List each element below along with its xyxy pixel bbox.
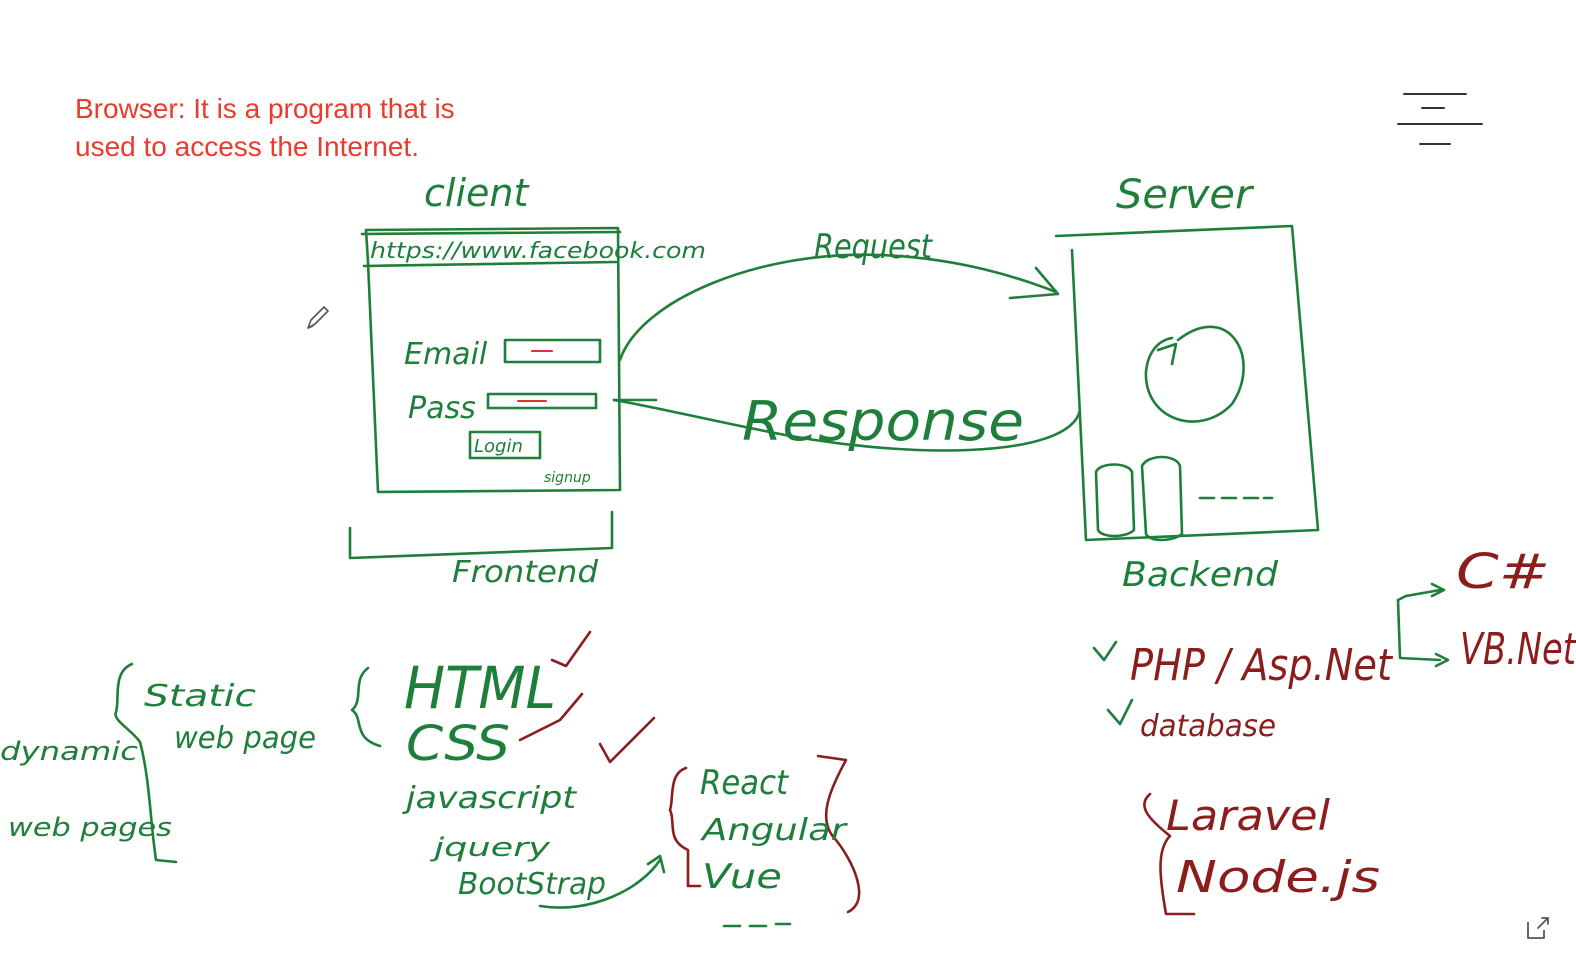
bootstrap-arrow [538, 858, 662, 909]
vbnet-label: VB.Net [1460, 624, 1576, 675]
check-javascript [598, 716, 656, 764]
client-title: client [424, 171, 530, 215]
frameworks-left-brace [668, 766, 702, 888]
server-title: Server [1116, 172, 1255, 218]
request-arrow [618, 253, 1058, 362]
laravel-label: Laravel [1166, 791, 1330, 840]
database-label: database [1140, 709, 1276, 744]
frameworks-dashes [722, 922, 792, 928]
menu-icon[interactable] [1392, 90, 1488, 152]
request-arrowhead [1008, 266, 1060, 300]
static-label: Static [144, 679, 257, 714]
backend-label: Backend [1122, 555, 1278, 595]
server-refresh-circle [1144, 325, 1245, 423]
css-label: CSS [406, 716, 510, 772]
expand-icon[interactable] [1524, 914, 1552, 942]
client-url-bar-top [360, 230, 622, 236]
javascript-label: javascript [401, 781, 577, 816]
email-label: Email [404, 337, 488, 372]
react-label: React [700, 763, 790, 803]
request-label: Request [814, 227, 933, 267]
php-asp-label: PHP / Asp.Net [1130, 640, 1394, 691]
client-browser-window [364, 226, 622, 494]
check-css [518, 692, 584, 742]
static-brace [114, 662, 142, 744]
server-db-right [1140, 455, 1184, 542]
csharp-label: C# [1456, 544, 1550, 600]
html-label: HTML [404, 654, 556, 722]
pass-input-box [486, 392, 598, 410]
dynamic-label: dynamic [0, 737, 138, 767]
server-box [1054, 224, 1320, 542]
server-db-left [1094, 463, 1136, 538]
web-page-label: web page [174, 721, 316, 756]
frontend-bracket [348, 510, 614, 560]
pencil-icon [302, 302, 332, 332]
pass-label: Pass [408, 391, 476, 426]
frameworks-right-brace [816, 754, 861, 914]
nodejs-label: Node.js [1176, 852, 1380, 903]
browser-definition-note: Browser: It is a program that is used to… [75, 90, 555, 166]
laravel-brace [1143, 792, 1196, 916]
signup-label: signup [544, 470, 591, 486]
login-button-box [468, 430, 542, 460]
server-refresh-arrow [1156, 342, 1178, 366]
note-line-2: used to access the Internet. [75, 131, 419, 162]
login-label: Login [474, 436, 523, 457]
dynamic-brace [138, 740, 178, 864]
angular-label: Angular [700, 813, 849, 848]
check-php [1092, 640, 1118, 662]
bootstrap-label: BootStrap [458, 867, 606, 902]
html-css-brace [350, 666, 382, 748]
client-url-bar-line [362, 260, 618, 268]
vue-label: Vue [702, 857, 782, 897]
note-line-1: Browser: It is a program that is [75, 93, 455, 124]
jquery-label: jquery [430, 833, 551, 863]
bootstrap-arrowhead [646, 854, 666, 874]
asp-bracket [1396, 594, 1442, 662]
arrow-to-vbnet [1434, 652, 1450, 668]
check-database [1106, 698, 1134, 726]
check-html [550, 630, 592, 668]
arrow-to-csharp [1404, 582, 1446, 598]
frontend-label: Frontend [452, 555, 599, 590]
web-pages-label: web pages [8, 813, 172, 843]
client-url: https://www.facebook.com [370, 239, 706, 264]
response-label: Response [742, 390, 1024, 453]
email-input-box [503, 338, 602, 364]
response-arrow [612, 398, 1082, 452]
